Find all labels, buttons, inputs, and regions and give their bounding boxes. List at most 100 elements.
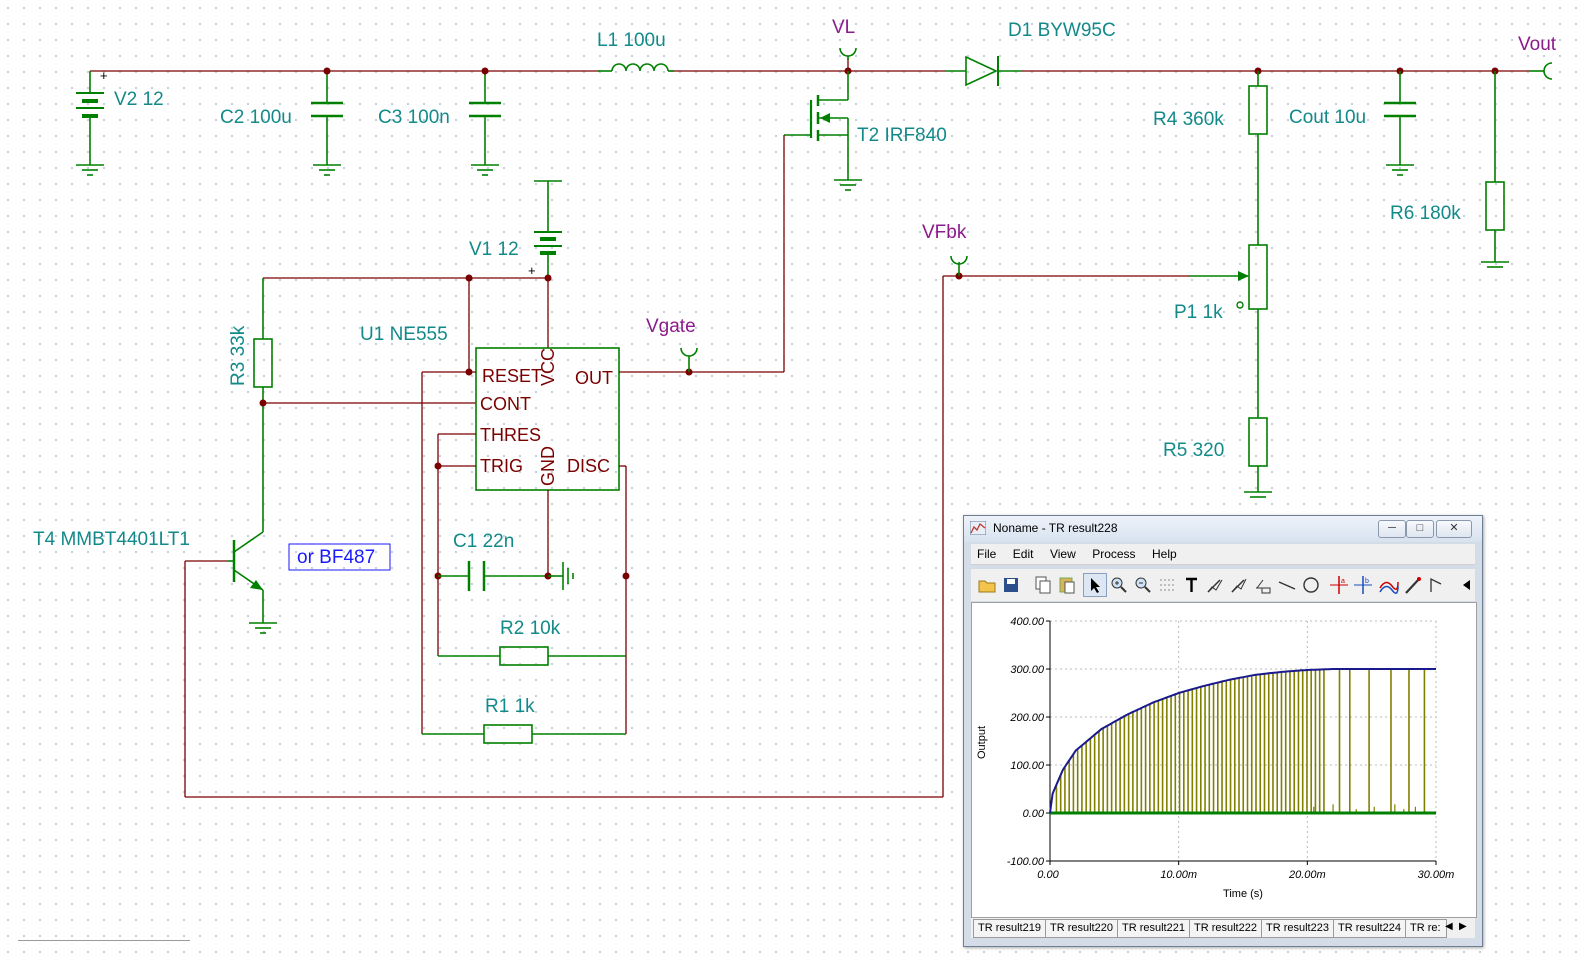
y-tick-label: 400.00 — [1010, 616, 1045, 628]
cout-label: Cout 10u — [1289, 107, 1366, 128]
r5-label: R5 320 — [1163, 440, 1224, 461]
line-icon[interactable] — [1275, 573, 1299, 597]
paste-icon[interactable] — [1055, 573, 1079, 597]
v1-battery[interactable] — [534, 180, 562, 278]
c1-capacitor[interactable] — [438, 561, 548, 591]
tab-tr-result220[interactable]: TR result220 — [1045, 919, 1119, 938]
c2-capacitor[interactable] — [311, 71, 343, 176]
menu-bar: File Edit View Process Help — [971, 544, 1475, 565]
r1-label: R1 1k — [485, 696, 535, 717]
menu-file[interactable]: File — [977, 547, 997, 561]
r3-label: R3 33k — [228, 325, 249, 386]
grid-icon[interactable] — [1155, 573, 1179, 597]
pin-thres: THRES — [480, 425, 541, 445]
svg-text:a: a — [1341, 578, 1345, 585]
r3-resistor[interactable] — [253, 278, 273, 532]
pin-gnd: GND — [538, 446, 558, 486]
t2-label: T2 IRF840 — [857, 125, 947, 146]
p1-label: P1 1k — [1174, 302, 1223, 323]
r5-resistor[interactable] — [1244, 417, 1272, 498]
pen-icon[interactable] — [1401, 573, 1425, 597]
c3-label: C3 100n — [378, 107, 450, 128]
open-icon[interactable] — [975, 573, 999, 597]
d1-label: D1 BYW95C — [1008, 20, 1116, 41]
result-tabs: TR result219 TR result220 TR result221 T… — [971, 918, 1475, 938]
vgate-net-marker — [680, 347, 698, 357]
r2-resistor[interactable] — [438, 646, 626, 666]
window-title: Noname - TR result228 — [993, 521, 1118, 535]
tabs-right-arrow-icon[interactable]: ▶ — [1459, 921, 1467, 932]
curve-icon[interactable] — [1377, 573, 1401, 597]
y-axis-label: Output — [976, 726, 988, 759]
y-tick-label: 0.00 — [1023, 808, 1045, 820]
pin-disc: DISC — [567, 456, 610, 476]
zoom-out-icon[interactable] — [1131, 573, 1155, 597]
l1-inductor[interactable] — [598, 63, 674, 72]
r6-resistor[interactable] — [1481, 71, 1509, 268]
menu-help[interactable]: Help — [1152, 547, 1177, 561]
save-icon[interactable] — [999, 573, 1023, 597]
c2-label: C2 100u — [220, 107, 292, 128]
x-tick-label: 30.00m — [1418, 869, 1455, 881]
menu-edit[interactable]: Edit — [1012, 547, 1034, 561]
marker-icon[interactable] — [1425, 573, 1449, 597]
c3-capacitor[interactable] — [469, 71, 501, 176]
cursor-b-icon[interactable]: b — [1351, 573, 1375, 597]
tab-tr-result219[interactable]: TR result219 — [973, 919, 1047, 938]
vfbk-net-marker — [950, 255, 968, 265]
tab-tr-result221[interactable]: TR result221 — [1117, 919, 1191, 938]
vl-net-marker — [839, 47, 857, 57]
c1-label: C1 22n — [453, 531, 514, 552]
r6-label: R6 180k — [1390, 203, 1461, 224]
copy-icon[interactable] — [1031, 573, 1055, 597]
tabs-left-arrow-icon[interactable]: ◀ — [1445, 921, 1453, 932]
u1-label: U1 NE555 — [360, 324, 448, 345]
svg-text:b: b — [1365, 578, 1369, 585]
tr-result-window[interactable]: Noname - TR result228 ─ □ ✕ File Edit Vi… — [963, 515, 1483, 947]
vout-net-marker — [1543, 62, 1553, 80]
pin-vcc: VCC — [538, 348, 558, 386]
zoom-in-icon[interactable] — [1107, 573, 1131, 597]
t4-bjt[interactable] — [228, 531, 277, 634]
r4-label: R4 360k — [1153, 109, 1224, 130]
minimize-button[interactable]: ─ — [1378, 520, 1406, 538]
status-bar-stub — [18, 940, 190, 947]
app-icon — [970, 521, 986, 535]
x-axis-label: Time (s) — [1223, 888, 1263, 900]
vl-net-label: VL — [832, 17, 855, 38]
toolbar-scroll-arrow-icon[interactable] — [1455, 573, 1473, 597]
d1-diode[interactable] — [945, 55, 1022, 87]
circle-icon[interactable] — [1299, 573, 1323, 597]
cout-capacitor[interactable] — [1384, 71, 1416, 176]
probe2-icon[interactable] — [1227, 573, 1251, 597]
tab-tr-result222[interactable]: TR result222 — [1189, 919, 1263, 938]
r1-resistor[interactable] — [422, 724, 626, 744]
t2-mosfet[interactable] — [784, 71, 862, 191]
v1-label: V1 12 — [469, 239, 519, 260]
p1-potentiometer[interactable] — [1190, 244, 1268, 418]
v2-label: V2 12 — [114, 89, 164, 110]
v2-plus-sign: + — [100, 68, 108, 83]
maximize-button[interactable]: □ — [1406, 520, 1434, 538]
tab-tr-result-partial[interactable]: TR re: — [1405, 919, 1447, 938]
cursor-a-icon[interactable]: a — [1327, 573, 1351, 597]
text-icon[interactable] — [1179, 573, 1203, 597]
probe-icon[interactable] — [1203, 573, 1227, 597]
close-button[interactable]: ✕ — [1436, 520, 1472, 538]
tab-tr-result224[interactable]: TR result224 — [1333, 919, 1407, 938]
menu-process[interactable]: Process — [1092, 547, 1136, 561]
axis-icon[interactable] — [1251, 573, 1275, 597]
window-titlebar[interactable]: Noname - TR result228 ─ □ ✕ — [964, 516, 1482, 542]
menu-view[interactable]: View — [1049, 547, 1076, 561]
tab-tr-result223[interactable]: TR result223 — [1261, 919, 1335, 938]
pointer-icon[interactable] — [1083, 573, 1107, 597]
pin-reset: RESET — [482, 366, 542, 386]
v2-battery[interactable] — [76, 71, 104, 176]
r4-resistor[interactable] — [1248, 71, 1268, 245]
t4-label: T4 MMBT4401LT1 — [33, 529, 190, 550]
gnd-symbol-555 — [548, 562, 574, 590]
